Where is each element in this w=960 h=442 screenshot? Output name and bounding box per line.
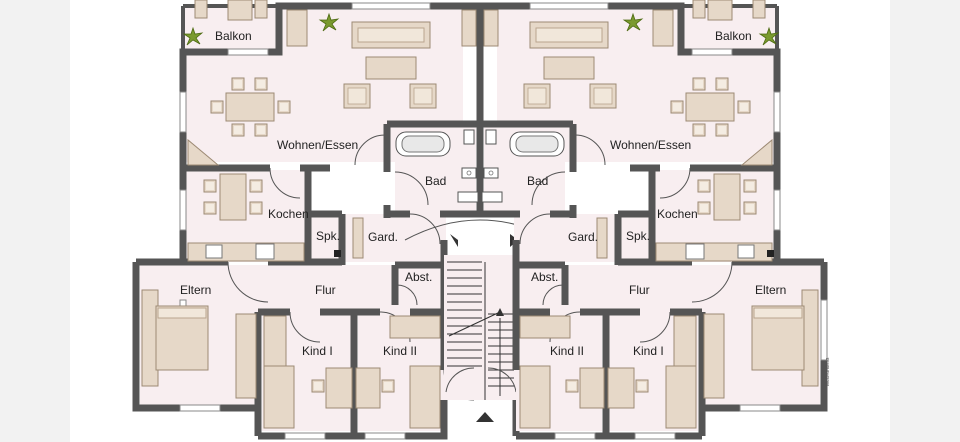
room-labels-right: Balkon Wohnen/Essen Bad Kochen Spk. Gard… [527, 29, 786, 358]
right-living-label: Wohnen/Essen [610, 138, 691, 152]
left-balcony-label: Balkon [215, 29, 252, 43]
right-furniture [481, 0, 819, 429]
left-corridor-label: Flur [315, 283, 336, 297]
right-bath-label: Bad [527, 174, 548, 188]
left-storage-label: Abst. [405, 270, 432, 284]
right-child1-label: Kind I [633, 344, 664, 358]
left-pantry-label: Spk. [316, 229, 340, 243]
left-living-label: Wohnen/Essen [277, 138, 358, 152]
right-apartment [480, 0, 828, 440]
left-apartment [132, 0, 484, 440]
right-wardrobe-label: Gard. [568, 230, 598, 244]
right-windows [529, 2, 828, 440]
left-margin [0, 0, 70, 442]
right-parents-label: Eltern [755, 283, 786, 297]
room-labels-left: Balkon Wohnen/Essen Bad Kochen Spk. Gard… [180, 29, 446, 358]
right-corridor-label: Flur [629, 283, 650, 297]
right-margin [890, 0, 960, 442]
left-child1-label: Kind I [302, 344, 333, 358]
left-child2-label: Kind II [383, 344, 417, 358]
left-wardrobe-label: Gard. [368, 230, 398, 244]
right-pantry-floor [618, 214, 652, 262]
staircase [404, 219, 556, 436]
left-furniture [141, 0, 479, 429]
right-child2-label: Kind II [550, 344, 584, 358]
right-pantry-label: Spk. [626, 229, 650, 243]
credit-text: McGrundriss [825, 357, 831, 386]
right-balcony-label: Balkon [715, 29, 752, 43]
left-kitchen-label: Kochen [268, 207, 309, 221]
left-parents-label: Eltern [180, 283, 211, 297]
right-kitchen-label: Kochen [657, 207, 698, 221]
right-storage-label: Abst. [531, 270, 558, 284]
left-bath-label: Bad [425, 174, 446, 188]
